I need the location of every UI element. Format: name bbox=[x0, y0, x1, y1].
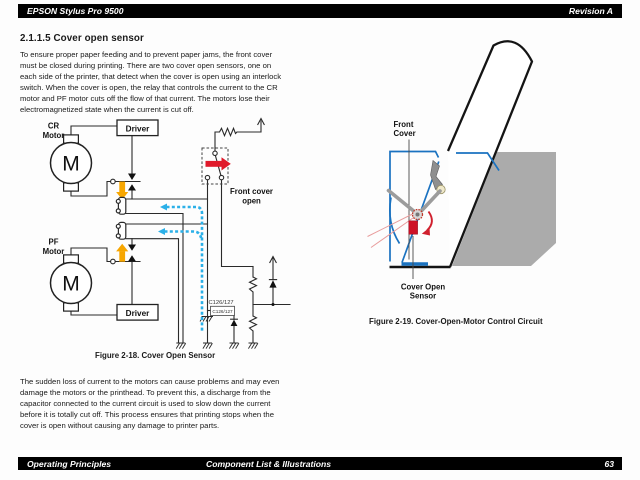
circuit-wires bbox=[70, 117, 291, 344]
open-cover-outline bbox=[446, 40, 534, 268]
cr-motor-label: Motor bbox=[43, 131, 65, 140]
footer-page-number: 63 bbox=[604, 458, 614, 469]
connector-boxed-label: C126/127 bbox=[212, 309, 233, 314]
cover-open-sensor-label-1: Cover Open bbox=[401, 283, 445, 292]
figure-2-19-caption: Figure 2-19. Cover-Open-Motor Control Ci… bbox=[369, 316, 543, 326]
pf-motor-m: M bbox=[62, 273, 80, 296]
open-cover-fill bbox=[448, 41, 532, 267]
latch-lever bbox=[430, 159, 443, 190]
red-switch-arrow-icon bbox=[205, 157, 231, 171]
interlock-switch-symbol bbox=[201, 147, 229, 185]
figure-2-18-caption: Figure 2-18. Cover Open Sensor bbox=[95, 351, 216, 360]
discharge-paragraph: The sudden loss of current to the motors… bbox=[20, 377, 280, 430]
driver-bottom-label: Driver bbox=[126, 309, 150, 318]
front-cover-open-label-2: open bbox=[242, 197, 261, 206]
printer-body-block bbox=[452, 152, 556, 266]
connector-c126-127: C126/127 C126/127 bbox=[209, 300, 235, 316]
cr-motor-m: M bbox=[62, 153, 80, 176]
cyan-feedback-lines bbox=[164, 205, 204, 332]
page-footer-bar: Operating Principles Component List & Il… bbox=[18, 457, 622, 470]
cover-open-sensor-label-2: Sensor bbox=[410, 292, 436, 301]
driver-top-label: Driver bbox=[126, 124, 150, 133]
footer-section: Operating Principles bbox=[27, 458, 112, 469]
relay-contact-symbols bbox=[115, 196, 127, 240]
front-cover-label-2: Cover bbox=[394, 129, 416, 138]
pf-label: PF bbox=[49, 238, 59, 247]
figure-cover-open-motor: Front Cover Cover Open Sensor bbox=[367, 40, 556, 301]
cr-motor-symbol: M bbox=[49, 134, 93, 192]
rotation-arrowhead bbox=[421, 227, 430, 236]
lever-pivot bbox=[415, 212, 420, 217]
intro-paragraph: To ensure proper paper feeding and to pr… bbox=[20, 50, 282, 114]
header-product-title: EPSON Stylus Pro 9500 bbox=[27, 5, 124, 16]
pf-motor-symbol: M bbox=[49, 254, 93, 312]
driver-box-top: Driver bbox=[116, 119, 159, 137]
page-header-bar: EPSON Stylus Pro 9500 Revision A bbox=[18, 4, 622, 18]
header-revision: Revision A bbox=[568, 5, 613, 16]
connector-label: C126/127 bbox=[209, 300, 234, 306]
section-heading: 2.1.1.5 Cover open sensor bbox=[20, 33, 144, 44]
figure-cover-open-sensor: M M Driver Driver C126/127 C126/127 CR M… bbox=[43, 117, 291, 349]
orange-current-arrow-icons bbox=[116, 181, 129, 262]
ground-icons bbox=[175, 316, 259, 349]
front-cover-open-label-1: Front cover bbox=[230, 187, 273, 196]
driver-box-bottom: Driver bbox=[116, 303, 159, 321]
cyan-arrowheads bbox=[158, 203, 167, 235]
cr-label: CR bbox=[48, 122, 60, 131]
cover-open-sensor-body bbox=[408, 220, 418, 235]
footer-chapter: Component List & Illustrations bbox=[206, 458, 332, 469]
cover-lever-mechanism bbox=[367, 159, 446, 248]
resistor-symbols bbox=[219, 126, 258, 332]
front-cover-label-1: Front bbox=[394, 120, 414, 129]
diode-symbols bbox=[128, 173, 277, 326]
junction-terminals bbox=[110, 178, 116, 265]
pf-motor-label: Motor bbox=[43, 247, 65, 256]
